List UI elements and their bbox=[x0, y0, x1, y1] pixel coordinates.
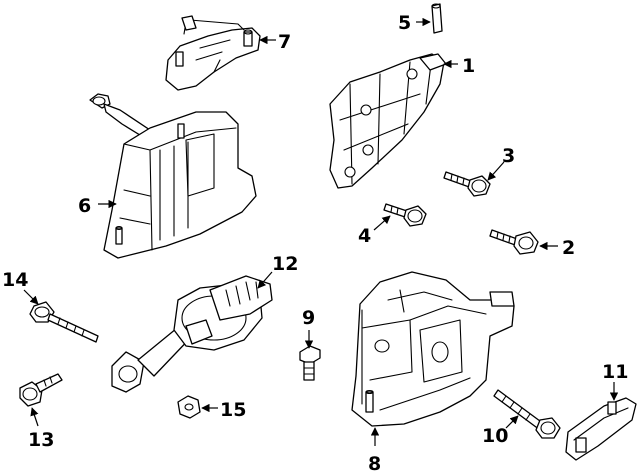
leader-lines bbox=[23, 17, 619, 446]
callout-13: 13 bbox=[28, 429, 54, 451]
leader-4 bbox=[373, 215, 391, 231]
part-3-bolt bbox=[443, 171, 491, 197]
leader-13 bbox=[30, 407, 39, 427]
part-7-bracket bbox=[165, 15, 261, 91]
part-12-torque-rod bbox=[111, 275, 273, 393]
part-8-engine-mount bbox=[351, 271, 515, 427]
callout-7: 7 bbox=[278, 31, 291, 53]
callout-14: 14 bbox=[2, 269, 28, 291]
callout-15: 15 bbox=[220, 399, 246, 421]
part-2-bolt bbox=[489, 229, 539, 255]
part-9-stud bbox=[299, 345, 321, 381]
callout-8: 8 bbox=[368, 453, 381, 475]
callout-12: 12 bbox=[272, 253, 298, 275]
part-6-transmission-mount bbox=[89, 93, 257, 259]
leader-10 bbox=[505, 415, 519, 429]
callout-11: 11 bbox=[602, 361, 628, 383]
part-15-nut bbox=[177, 395, 201, 419]
callout-2: 2 bbox=[562, 237, 575, 259]
callout-6: 6 bbox=[78, 195, 91, 217]
part-14-bolt bbox=[29, 301, 99, 343]
part-4-bolt bbox=[383, 203, 427, 227]
callout-10: 10 bbox=[482, 425, 508, 447]
callout-4: 4 bbox=[358, 225, 371, 247]
part-5-pin bbox=[431, 3, 443, 34]
leader-12 bbox=[257, 271, 273, 289]
callout-3: 3 bbox=[502, 145, 515, 167]
callout-9: 9 bbox=[302, 307, 315, 329]
part-11-bracket bbox=[565, 397, 637, 461]
callout-labels: 1 2 3 4 5 6 7 8 9 10 11 12 13 14 15 bbox=[2, 12, 628, 475]
leader-14 bbox=[23, 289, 39, 305]
callout-1: 1 bbox=[462, 55, 475, 77]
part-10-bolt bbox=[493, 389, 561, 439]
leader-3 bbox=[487, 161, 505, 181]
part-1-mount-bracket bbox=[329, 53, 447, 189]
callout-5: 5 bbox=[398, 12, 411, 34]
part-13-bolt bbox=[19, 373, 63, 407]
